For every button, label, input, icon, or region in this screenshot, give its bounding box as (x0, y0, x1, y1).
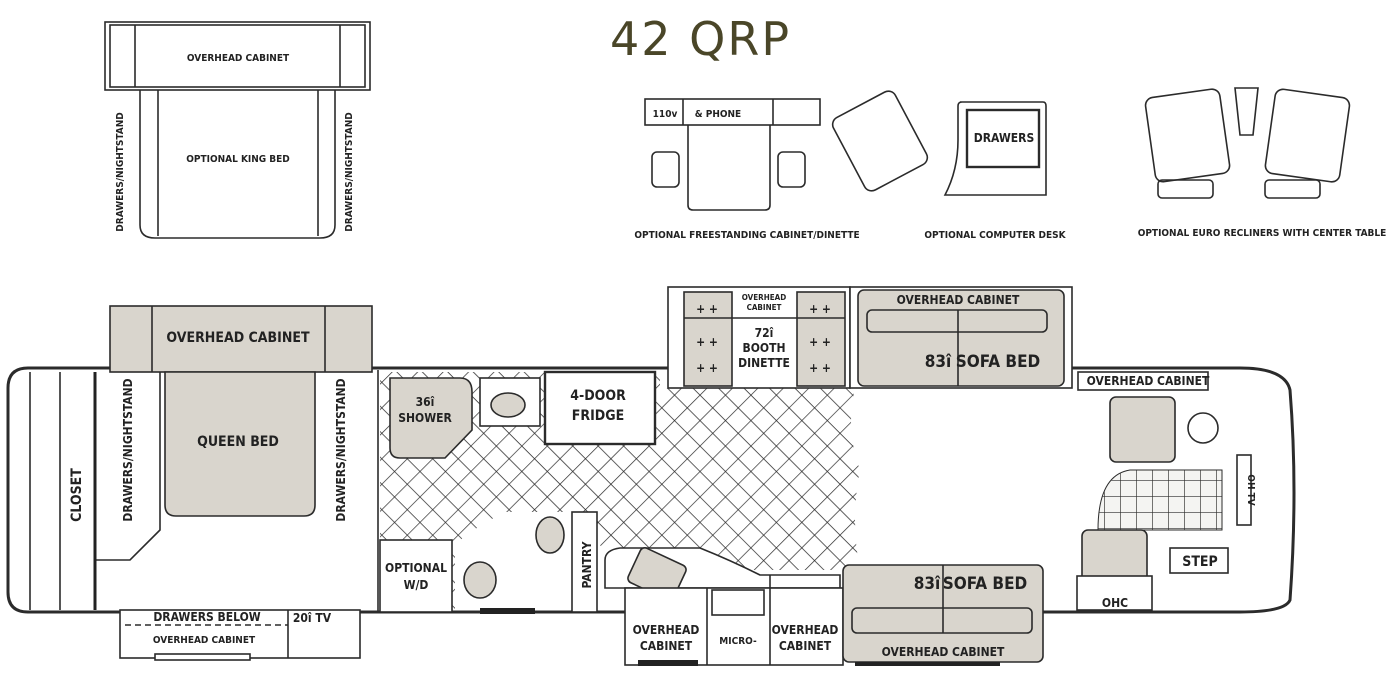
dinette-option-caption: OPTIONAL FREESTANDING CABINET/DINETTE (634, 230, 859, 241)
sofa-top-label: SOFA BED (956, 352, 1040, 372)
sofa-top-size-label: 83î (925, 352, 952, 372)
wd-label-1: OPTIONAL (385, 561, 447, 575)
sofa-bed-top (857, 289, 1065, 387)
dinette-size-label: 72î (755, 326, 774, 340)
optional-king-bed-diagram: OVERHEAD CABINET OPTIONAL KING BED DRAWE… (104, 21, 371, 239)
cab-overhead-cabinet (1077, 371, 1209, 391)
driver-seat (1109, 396, 1176, 463)
tile-floor (380, 372, 860, 612)
queen-bed-label: QUEEN BED (197, 434, 279, 450)
dinette-overhead-label-2: CABINET (747, 303, 782, 312)
kitchen-oh2-label-b: CABINET (779, 639, 832, 653)
fridge-label-1: 4-DOOR (570, 388, 626, 404)
svg-text:+ +: + + (809, 302, 831, 316)
chair-icon (831, 90, 929, 192)
shower-size-label: 36î (416, 395, 435, 409)
dinette-110v-label: 110v (653, 109, 678, 120)
ohc-label: OHC (1102, 596, 1128, 610)
pantry (571, 511, 598, 613)
sofa-bottom-size-label: 83î (914, 574, 941, 594)
sofa-top-overhead-label: OVERHEAD CABINET (897, 293, 1020, 307)
kitchen-oh2-label-a: OVERHEAD (772, 623, 839, 637)
micro-label: MICRO- (719, 636, 757, 647)
shower-label: SHOWER (398, 411, 452, 425)
optional-dinette-diagram: 110v & PHONE OPTIONAL FREESTANDING CABIN… (634, 98, 860, 241)
svg-text:+ +: + + (809, 335, 831, 349)
step-label: STEP (1182, 554, 1218, 570)
tv-20-label: 20î TV (293, 611, 332, 625)
cab-overhead-label: OVERHEAD CABINET (1087, 374, 1210, 388)
svg-text:+ +: + + (696, 302, 718, 316)
sofa-bottom-label: SOFA BED (943, 574, 1027, 594)
kitchen-oh1-label-a: OVERHEAD (633, 623, 700, 637)
king-drawers-left-label: DRAWERS/NIGHTSTAND (115, 112, 126, 231)
desk-option-caption: OPTIONAL COMPUTER DESK (924, 230, 1066, 241)
steering-wheel-icon (1187, 412, 1219, 444)
washer-dryer (379, 539, 453, 613)
fridge-label-2: FRIDGE (572, 408, 624, 424)
model-title: 42 QRP (610, 12, 791, 66)
recliner-icon (1264, 88, 1351, 183)
drawers-below-label: DRAWERS BELOW (153, 610, 260, 624)
drawers-left-label: DRAWERS/NIGHTSTAND (121, 378, 135, 521)
closet-label: CLOSET (69, 468, 85, 522)
recliners-option-caption: OPTIONAL EURO RECLINERS WITH CENTER TABL… (1138, 228, 1387, 239)
dinette-label-1: BOOTH (743, 341, 786, 355)
king-bed-label: OPTIONAL KING BED (186, 154, 290, 165)
bottom-overhead-label: OVERHEAD CABINET (153, 635, 256, 646)
sink-icon (490, 392, 526, 418)
svg-text:+ +: + + (696, 335, 718, 349)
bedroom-bottom-slide (119, 609, 361, 659)
king-drawers-right-label: DRAWERS/NIGHTSTAND (344, 112, 355, 231)
recliner-icon (1144, 88, 1231, 183)
bedroom-overhead-label: OVERHEAD CABINET (166, 330, 310, 346)
sofa-bottom-overhead-label: OVERHEAD CABINET (882, 645, 1005, 659)
king-overhead-label: OVERHEAD CABINET (187, 53, 290, 64)
vanity-sink-icon (535, 516, 565, 554)
shower (389, 377, 473, 459)
oh-tv-label: OH TV (1245, 474, 1256, 505)
center-table (1234, 87, 1259, 136)
step (1169, 547, 1229, 574)
svg-text:+ +: + + (809, 361, 831, 375)
pantry-label: PANTRY (580, 541, 594, 588)
wd-label-2: W/D (404, 578, 429, 592)
svg-text:+ +: + + (696, 361, 718, 375)
cooktop-icon (711, 589, 765, 616)
main-floorplan: OVERHEAD CABINET QUEEN BED DRAWERS/NIGHT… (6, 286, 1296, 666)
dinette-overhead-label-1: OVERHEAD (742, 293, 786, 302)
optional-recliners-diagram: OPTIONAL EURO RECLINERS WITH CENTER TABL… (1138, 87, 1387, 239)
dinette-phone-label: & PHONE (695, 109, 741, 120)
fridge (543, 370, 657, 446)
optional-computer-desk-diagram: DRAWERS OPTIONAL COMPUTER DESK (831, 90, 1067, 241)
queen-bed (164, 371, 316, 517)
desk-drawers-label: DRAWERS (974, 131, 1034, 145)
kitchen-oh1-label-b: CABINET (640, 639, 693, 653)
toilet-icon (463, 561, 497, 599)
kitchen-slide (624, 587, 844, 666)
dinette-label-2: DINETTE (738, 356, 790, 370)
drawers-right-label: DRAWERS/NIGHTSTAND (334, 378, 348, 521)
